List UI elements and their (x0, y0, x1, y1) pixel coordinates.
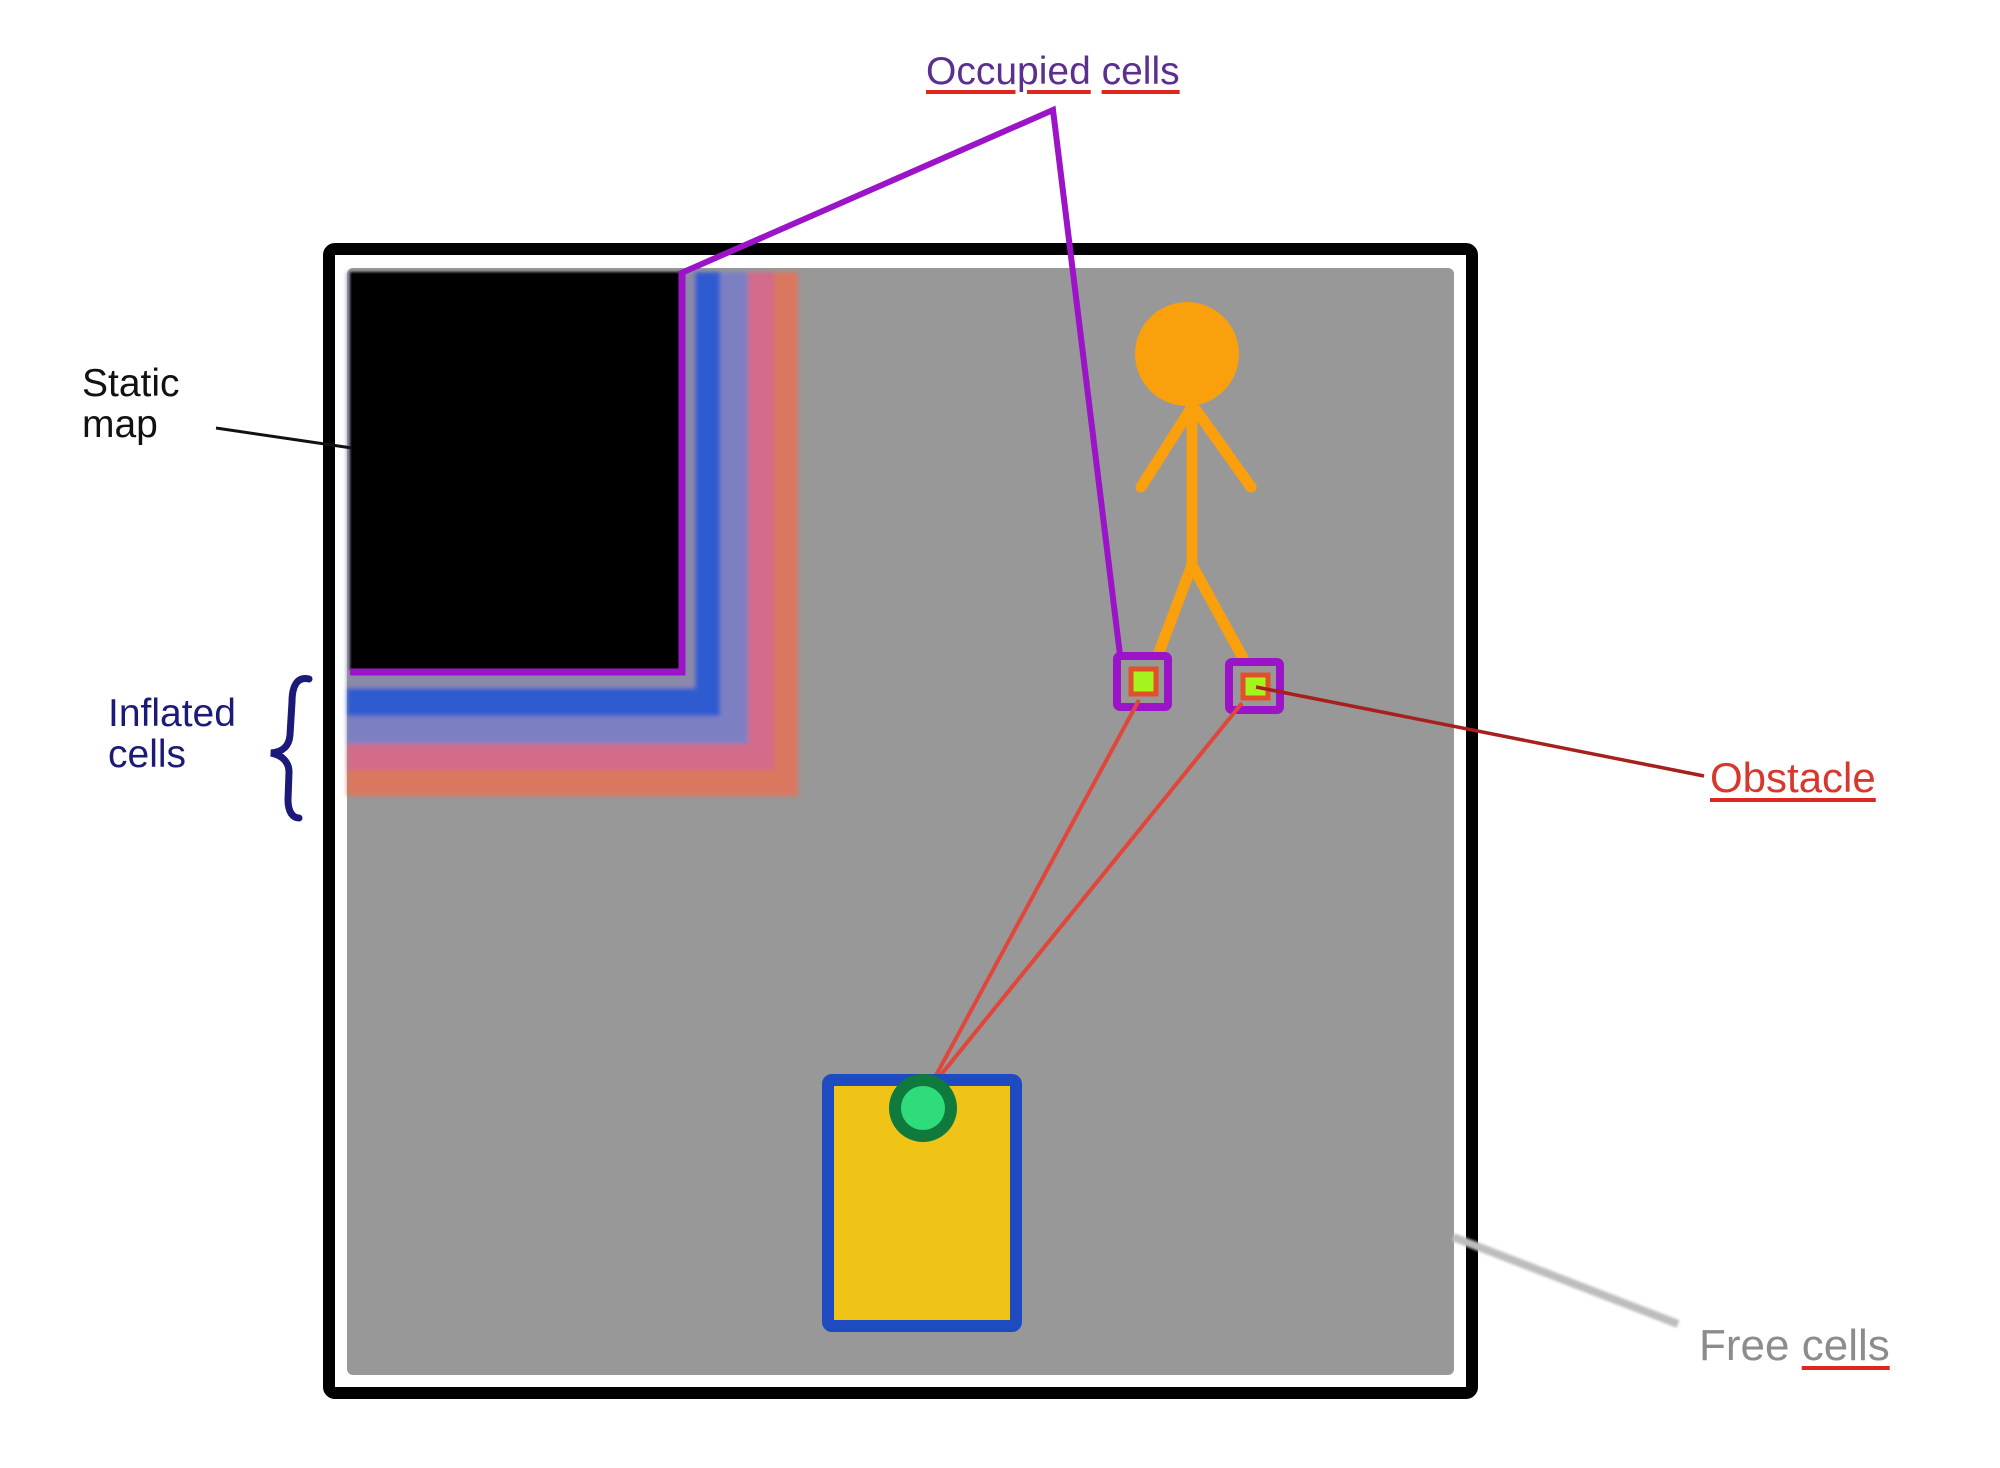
person-left-arm (1135, 404, 1196, 493)
laser-ray-left (925, 699, 1141, 1093)
person-right-leg (1186, 559, 1249, 664)
static-map-label: Static map (82, 362, 180, 446)
obstacle-label-text: Obstacle (1710, 754, 1876, 801)
static-map-leader-line (215, 426, 353, 450)
occupied-cell-right (1225, 658, 1284, 714)
laser-ray-right (925, 701, 1244, 1094)
obstacle-cell-right (1240, 672, 1271, 701)
inflated-cells-label-line2: cells (108, 732, 187, 776)
obstacle-leader-line (1255, 685, 1705, 778)
inflated-cells-label: Inflated cells (108, 692, 236, 776)
robot-sensor-icon (901, 1086, 945, 1130)
static-map-block (350, 272, 680, 670)
static-map-label-line2: map (82, 402, 158, 446)
map-frame (323, 243, 1478, 1399)
free-cells-word1: Free (1699, 1321, 1790, 1370)
person-head (1135, 302, 1239, 406)
person-right-arm (1190, 404, 1257, 493)
free-cells-word2: cells (1801, 1321, 1890, 1370)
person-icon (1135, 302, 1257, 664)
free-cells-label: Free cells (1699, 1321, 1890, 1370)
occupied-cells-word2: cells (1101, 50, 1180, 93)
static-map-label-line1: Static (82, 362, 180, 405)
free-cells-leader-line (1451, 1233, 1680, 1328)
occupied-cells-label: Occupied cells (926, 50, 1180, 93)
obstacle-label: Obstacle (1710, 754, 1876, 801)
inflated-brace-icon (270, 675, 313, 822)
obstacle-cell-left (1128, 666, 1159, 697)
occupied-leader-line (677, 105, 1123, 656)
inflated-cells-label-line1: Inflated (108, 692, 236, 735)
occupied-cells-word1: Occupied (926, 50, 1091, 93)
occupied-outline-static (350, 272, 686, 676)
occupied-cell-left (1113, 652, 1172, 711)
person-left-leg (1152, 559, 1198, 661)
